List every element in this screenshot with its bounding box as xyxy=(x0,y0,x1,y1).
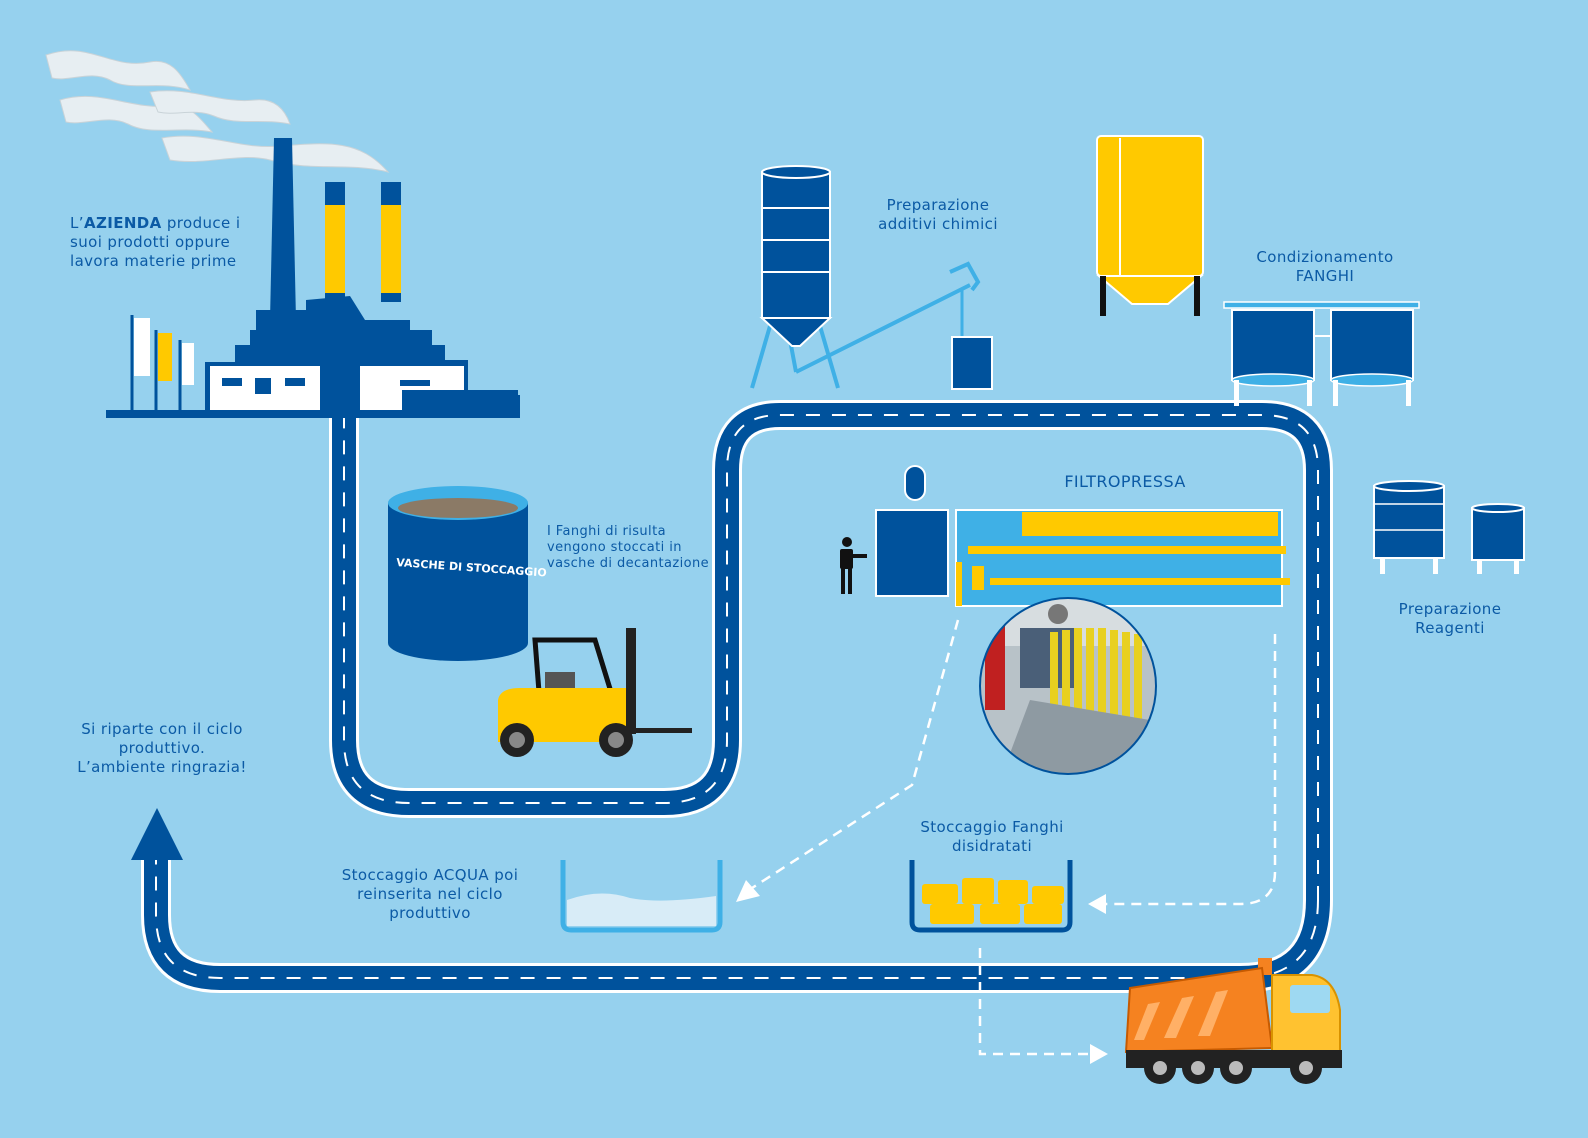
flow-arrowheads xyxy=(736,880,1108,1064)
filterpress-label: FILTROPRESSA xyxy=(1064,472,1186,491)
tank-caption: I Fanghi di risulta vengono stoccati in … xyxy=(547,524,710,571)
factory-caption-pre: L’ xyxy=(70,214,84,232)
water-basin-icon xyxy=(560,860,723,933)
filter-press-icon xyxy=(875,465,1290,607)
reagent-tank-icon xyxy=(1373,480,1525,574)
factory-icon xyxy=(45,50,520,418)
factory-caption-bold: AZIENDA xyxy=(83,214,162,232)
restart-label: Si riparte con il ciclo produttivo. L’am… xyxy=(77,720,247,776)
factory-caption-post: produce i suoi prodotti oppure lavora ma… xyxy=(70,214,241,270)
dump-truck-icon xyxy=(1124,958,1342,1084)
mixing-tank-icon xyxy=(1223,301,1420,406)
water-storage-label: Stoccaggio ACQUA poi reinserita nel cicl… xyxy=(341,866,519,922)
up-arrow-icon xyxy=(131,808,183,860)
road-return-loop xyxy=(141,845,1333,993)
forklift-icon xyxy=(498,628,692,757)
silo-icon xyxy=(750,165,981,389)
reagents-label: Preparazione Reagenti xyxy=(1398,600,1502,637)
hopper-icon xyxy=(951,336,993,390)
conditioning-label: Condizionamento FANGHI xyxy=(1256,248,1394,285)
road-main-loop xyxy=(329,400,1333,900)
sludge-basin-icon xyxy=(909,860,1073,933)
operator-icon xyxy=(840,537,867,594)
flow-arrows xyxy=(751,619,1277,1056)
sludge-storage-label: Stoccaggio Fanghi disidratati xyxy=(920,818,1064,855)
storage-tank-icon: VASCHE DI STOCCAGGIO xyxy=(388,486,547,661)
filter-press-photo xyxy=(979,597,1157,775)
conditioning-silo-icon xyxy=(1096,135,1204,316)
factory-caption: L’AZIENDA produce i suoi prodotti oppure… xyxy=(70,214,250,271)
additives-label: Preparazione additivi chimici xyxy=(878,196,998,233)
